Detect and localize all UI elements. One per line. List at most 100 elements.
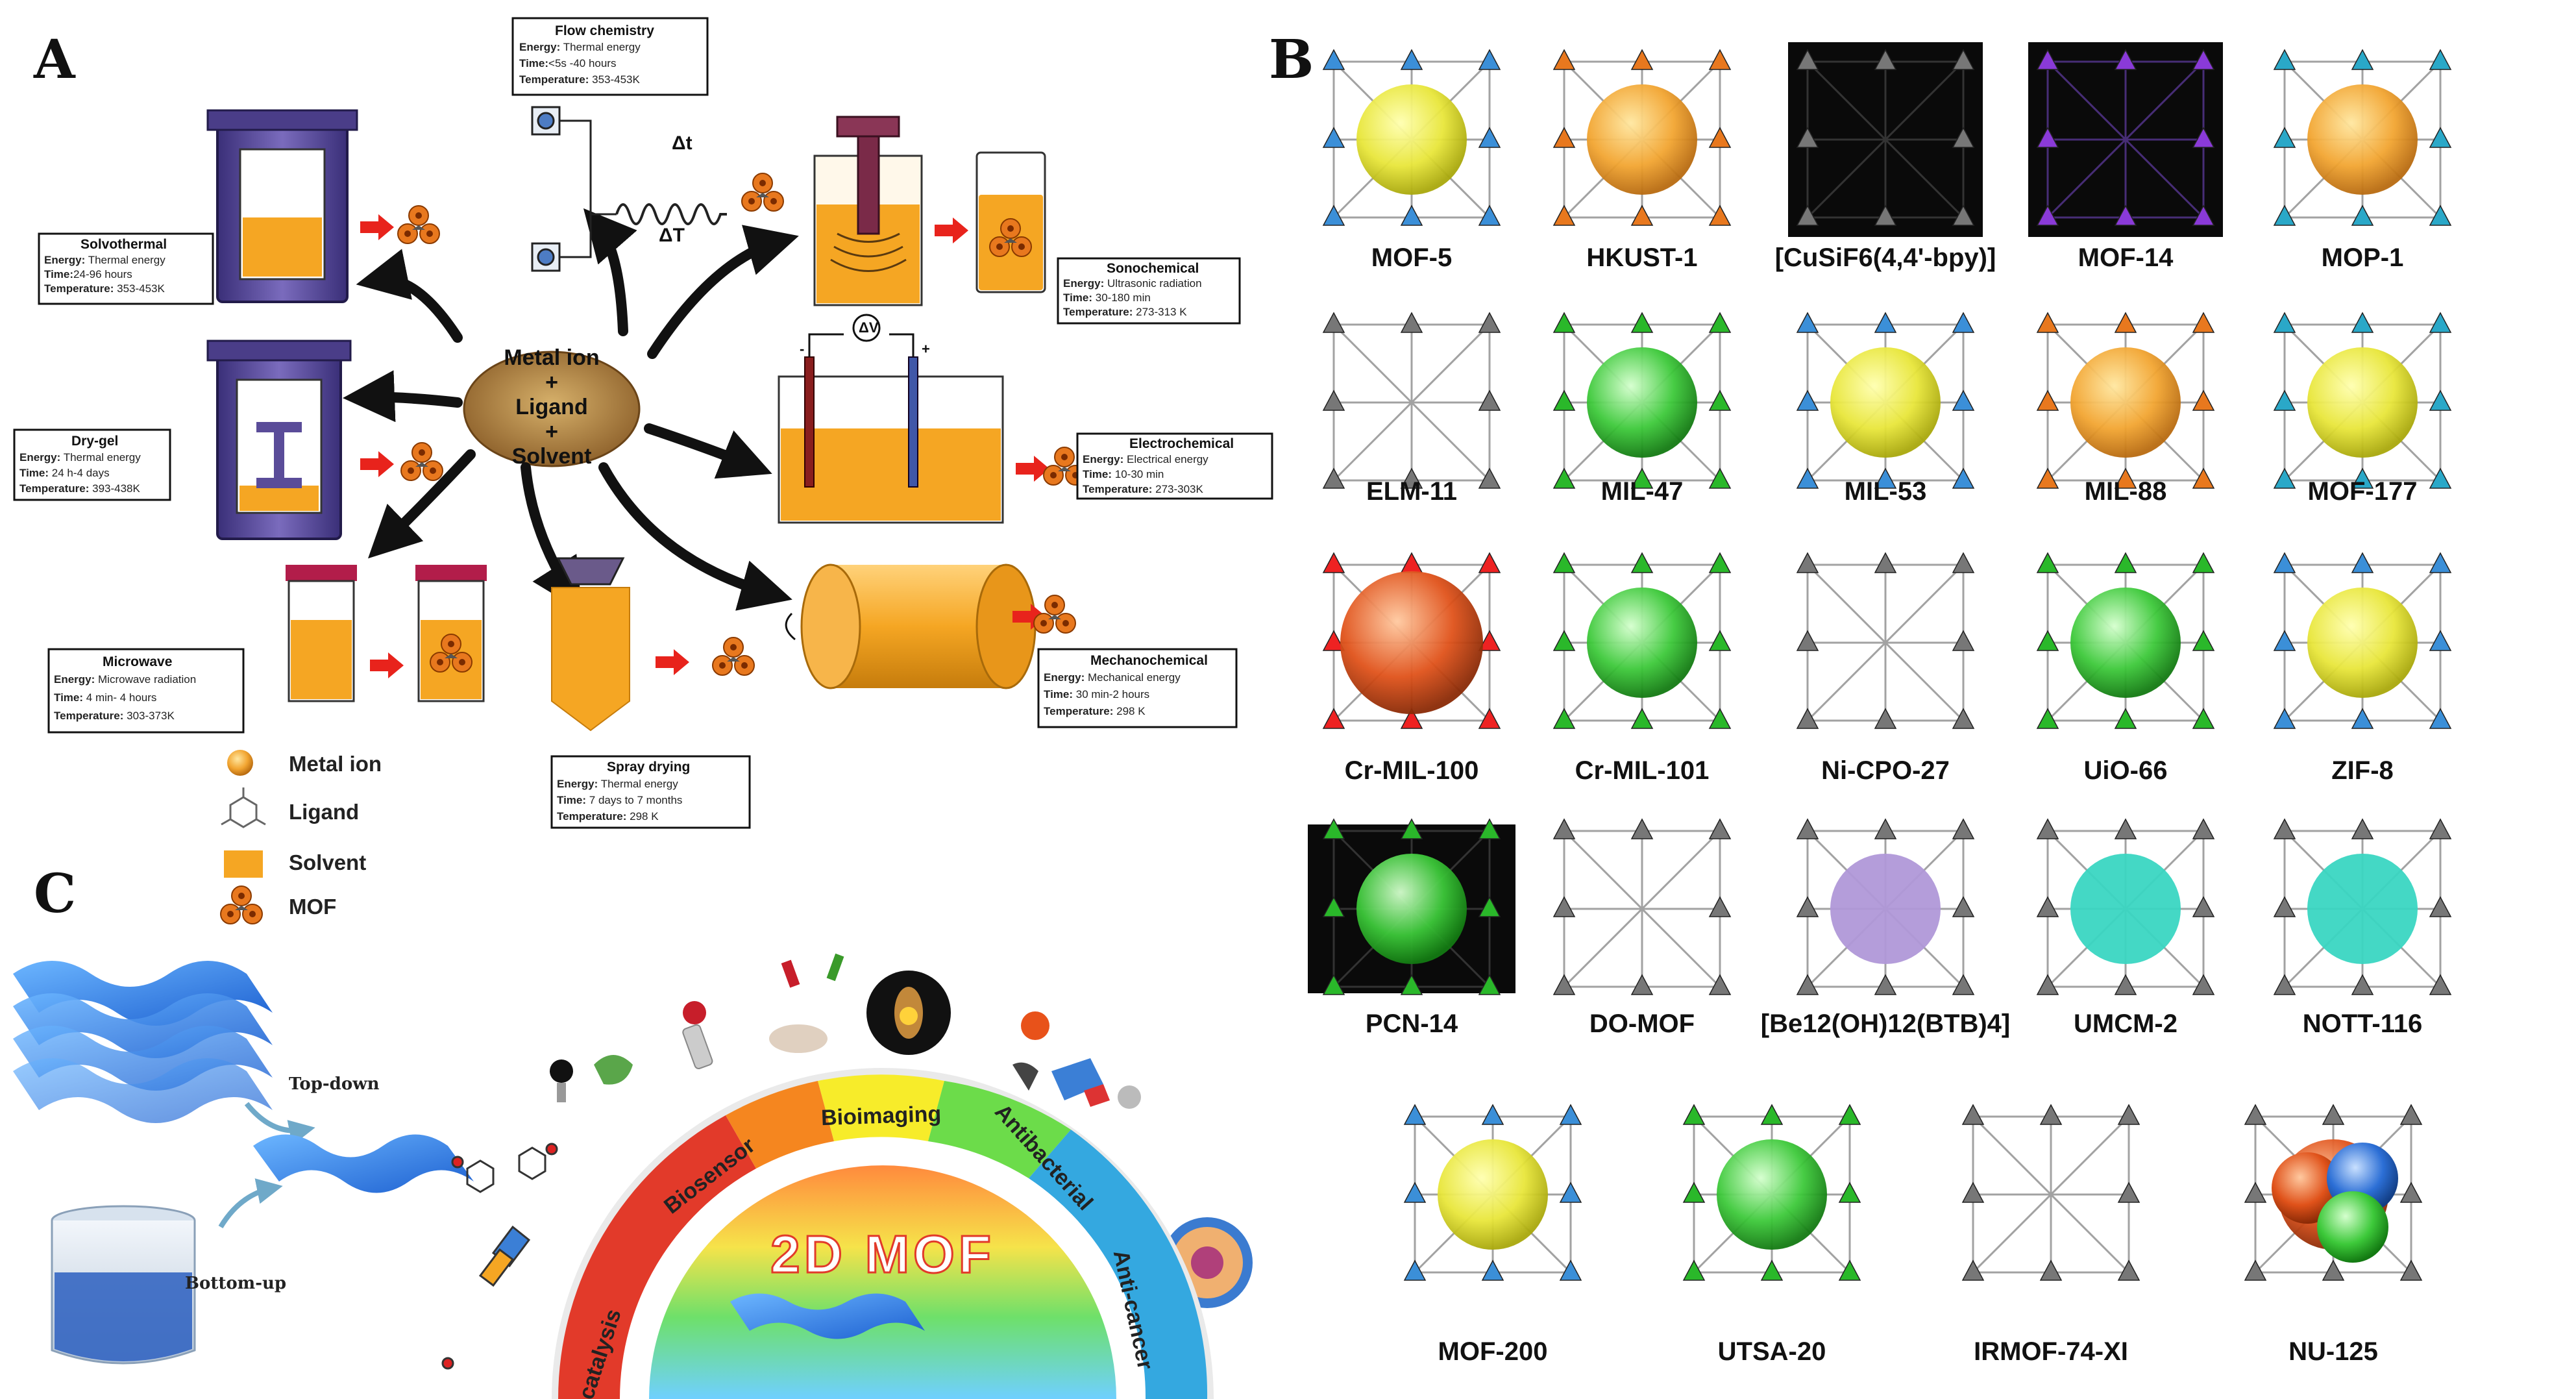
svg-text:Time: 30 min-2 hours: Time: 30 min-2 hours xyxy=(1044,688,1149,700)
mof-label: Cr-MIL-101 xyxy=(1575,756,1710,785)
mof-structure-mof-177 xyxy=(2273,312,2452,489)
svg-text:Dry-gel: Dry-gel xyxy=(71,434,118,449)
ball-mill xyxy=(785,563,1037,689)
svg-text:Solvothermal: Solvothermal xyxy=(80,237,167,252)
center-line-3: Ligand xyxy=(515,395,587,419)
spray-info-box: Spray drying Energy: Thermal energy Time… xyxy=(550,755,751,829)
mof-label: MIL-53 xyxy=(1845,477,1927,506)
panel-b-letter: B xyxy=(1269,29,1314,91)
solvothermal-vessel xyxy=(206,109,358,303)
svg-text:Time:24-96 hours: Time:24-96 hours xyxy=(44,268,132,280)
mof-label: MIL-47 xyxy=(1601,477,1684,506)
mechanochemical-info-box: Mechanochemical Energy: Mechanical energ… xyxy=(1037,648,1238,728)
sonochemical-red-arrow xyxy=(935,217,968,243)
mof-label: MOF-200 xyxy=(1438,1337,1548,1366)
mof-structure-do-mof xyxy=(1552,818,1732,995)
svg-text:Energy: Thermal energy: Energy: Thermal energy xyxy=(519,41,641,53)
metal-ion-legend-icon xyxy=(227,750,253,776)
svg-text:Temperature: 298 K: Temperature: 298 K xyxy=(1044,705,1146,717)
svg-text:Temperature: 273-313 K: Temperature: 273-313 K xyxy=(1063,306,1187,318)
top-down-label: Top-down xyxy=(289,1074,380,1094)
svg-text:Temperature: 298 K: Temperature: 298 K xyxy=(557,810,659,823)
microwave-red-arrow xyxy=(370,652,404,678)
svg-text:Energy: Mechanical energy: Energy: Mechanical energy xyxy=(1044,671,1181,684)
flow-mof-icon xyxy=(741,173,784,212)
svg-text:ΔV: ΔV xyxy=(859,319,879,336)
mof-label: Cr-MIL-100 xyxy=(1345,756,1479,785)
mof-structure-ni-cpo-27 xyxy=(1796,552,1975,729)
arc-segment-antibacterial xyxy=(928,1081,1071,1178)
mof-structure-umcm-2 xyxy=(2036,818,2215,995)
drygel-mof-icon xyxy=(400,442,443,481)
mof-structure-mof-5 xyxy=(1322,49,1501,226)
svg-text:+: + xyxy=(922,341,930,357)
svg-text:Time: 4 min- 4 hours: Time: 4 min- 4 hours xyxy=(54,691,156,704)
mof-structure-mof-200 xyxy=(1403,1104,1582,1281)
mof-structure-cusif6-4-4-bpy xyxy=(1788,42,1983,237)
svg-text:Time: 24 h-4 days: Time: 24 h-4 days xyxy=(19,467,110,479)
svg-text:Time: 7 days to 7 months: Time: 7 days to 7 months xyxy=(557,794,682,806)
mof-structure-uio-66 xyxy=(2036,552,2215,729)
svg-text:Spray drying: Spray drying xyxy=(607,760,690,774)
mof-label: ZIF-8 xyxy=(2331,756,2394,785)
mof-label: MIL-88 xyxy=(2085,477,2167,506)
center-2d-mof-label: 2D MOF xyxy=(770,1225,995,1284)
mof-structure-elm-11 xyxy=(1322,312,1501,489)
mof-structure-cr-mil-100 xyxy=(1322,552,1501,729)
svg-text:Energy: Thermal energy: Energy: Thermal energy xyxy=(557,778,678,790)
arc-inner-rainbow xyxy=(649,1165,1116,1399)
microwave-info-box: Microwave Energy: Microwave radiation Ti… xyxy=(47,648,245,734)
svg-text:Energy: Electrical energy: Energy: Electrical energy xyxy=(1083,453,1208,465)
bioimaging-icon xyxy=(769,953,951,1055)
arc-segment-biosensor xyxy=(726,1081,834,1169)
sonochemical-vessel xyxy=(813,116,923,306)
flow-reactor xyxy=(531,106,727,272)
beaker xyxy=(51,1205,196,1365)
solvothermal-mof-icon xyxy=(397,205,440,244)
mof-structure-mil-47 xyxy=(1552,312,1732,489)
mof-label: ELM-11 xyxy=(1366,477,1457,506)
mof-label: PCN-14 xyxy=(1366,1009,1458,1038)
svg-text:Temperature: 273-303K: Temperature: 273-303K xyxy=(1083,483,1204,495)
mof-label: DO-MOF xyxy=(1589,1009,1695,1038)
stacked-nanosheets xyxy=(13,961,273,1123)
svg-text:Sonochemical: Sonochemical xyxy=(1107,261,1199,276)
svg-text:-: - xyxy=(800,341,804,357)
mof-structure-mil-53 xyxy=(1796,312,1975,489)
center-line-1: Metal ion xyxy=(504,345,599,370)
precursor-ellipse xyxy=(463,351,641,467)
solvothermal-red-arrow xyxy=(360,214,394,240)
spray-red-arrow xyxy=(656,649,689,675)
sonochemical-info-box: Sonochemical Energy: Ultrasonic radiatio… xyxy=(1057,257,1241,325)
solvothermal-info-box: Solvothermal Energy: Thermal energy Time… xyxy=(38,232,214,305)
bottom-up-label: Bottom-up xyxy=(185,1274,286,1293)
svg-text:Energy: Ultrasonic radiation: Energy: Ultrasonic radiation xyxy=(1063,277,1202,290)
svg-text:Time:<5s -40 hours: Time:<5s -40 hours xyxy=(519,57,616,69)
flow-chemistry-box: Flow chemistry Energy: Thermal energy Ti… xyxy=(511,17,709,96)
mof-label: IRMOF-74-XI xyxy=(1974,1337,2128,1366)
mechanochemical-mof-icon xyxy=(1033,595,1076,634)
legend: Metal ion Ligand Solvent MOF xyxy=(220,750,382,924)
mof-label: [CuSiF6(4,4'-bpy)] xyxy=(1775,243,1996,272)
svg-text:Temperature: 393-438K: Temperature: 393-438K xyxy=(19,482,141,495)
microwave-vials xyxy=(286,565,487,702)
mof-structure-nott-116 xyxy=(2273,818,2452,995)
mof-label: [Be12(OH)12(BTB)4] xyxy=(1761,1009,2011,1038)
mof-label: MOF-14 xyxy=(2078,243,2174,272)
arc-segment-anti-cancer xyxy=(1029,1130,1208,1399)
mof-structure-cr-mil-101 xyxy=(1552,552,1732,729)
mof-label: UTSA-20 xyxy=(1718,1337,1826,1366)
svg-text:Energy: Thermal energy: Energy: Thermal energy xyxy=(19,451,141,464)
electrochemical-info-box: Electrochemical Energy: Electrical energ… xyxy=(1076,432,1273,500)
mof-label: MOP-1 xyxy=(2322,243,2404,272)
svg-text:Flow chemistry: Flow chemistry xyxy=(555,23,654,38)
legend-metal-ion: Metal ion xyxy=(289,752,382,776)
mof-structure-mop-1 xyxy=(2273,49,2452,226)
legend-ligand: Ligand xyxy=(289,800,359,824)
bottom-up-arrow xyxy=(218,1178,283,1229)
mof-label: NU-125 xyxy=(2288,1337,2378,1366)
single-nanosheet xyxy=(253,1134,474,1193)
panel-c: C Top-down Bottom-up xyxy=(13,863,1253,1399)
legend-solvent: Solvent xyxy=(289,850,366,874)
